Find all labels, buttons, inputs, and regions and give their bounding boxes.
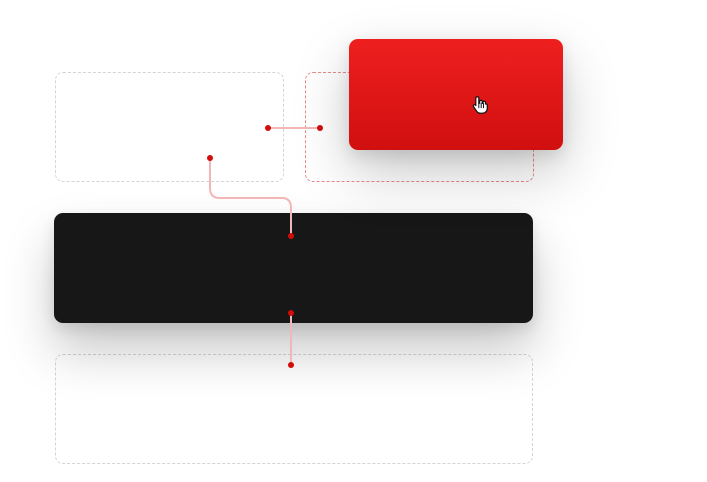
slot-top-left[interactable] xyxy=(55,72,284,182)
red-block[interactable] xyxy=(349,39,563,150)
slot-bottom[interactable] xyxy=(55,354,533,464)
dark-block[interactable] xyxy=(54,213,533,323)
hand-pointer-icon xyxy=(472,96,488,114)
